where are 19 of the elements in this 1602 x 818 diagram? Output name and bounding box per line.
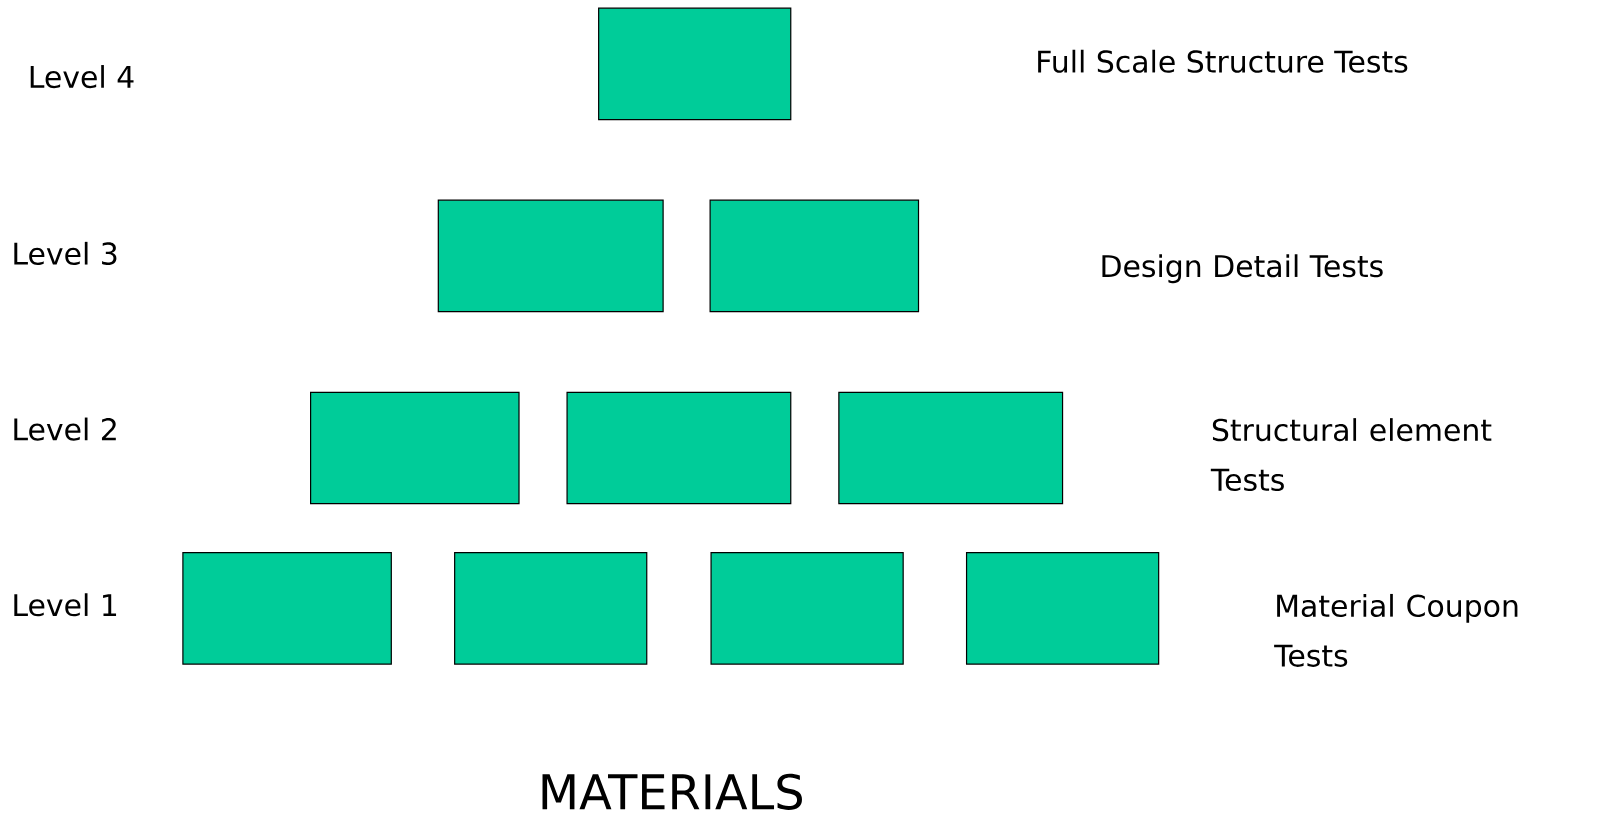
- test-box: [182, 552, 392, 665]
- level-label: Full Scale Structure Tests: [1038, 49, 1408, 73]
- test-box: [310, 391, 520, 505]
- test-box: [454, 552, 648, 665]
- level-label: Level 1: [14, 593, 117, 617]
- level-label: Material Coupon Tests: [1274, 593, 1518, 667]
- test-box: [437, 199, 664, 313]
- test-box: [710, 552, 904, 665]
- test-box: [566, 391, 792, 505]
- caption-text: MATERIALS: [542, 773, 802, 810]
- level-label: Structural element Tests: [1210, 418, 1492, 492]
- level-label: Level 3: [14, 241, 117, 265]
- test-box: [709, 199, 920, 313]
- test-box: [965, 552, 1160, 665]
- level-label: Level 4: [30, 65, 134, 89]
- level-label: Level 2: [14, 417, 116, 441]
- test-box: [838, 391, 1064, 505]
- level-label: Design Detail Tests: [1102, 254, 1383, 284]
- test-box: [598, 7, 792, 121]
